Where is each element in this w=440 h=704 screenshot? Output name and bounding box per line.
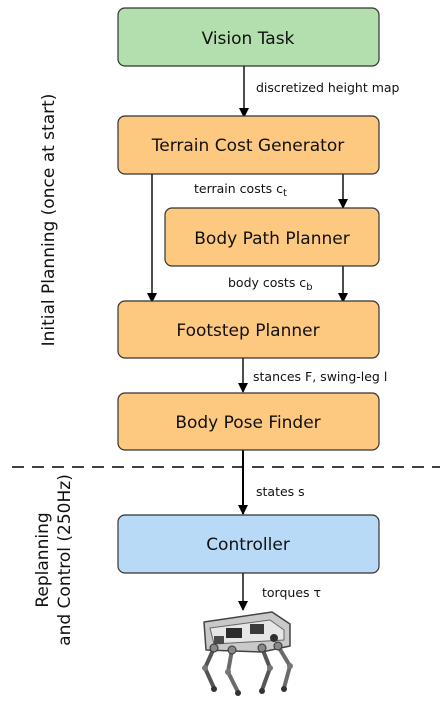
replanning-label-line1: Replanning (33, 512, 53, 607)
terrain-cost-generator-box: Terrain Cost Generator (117, 115, 380, 175)
torques-label: torques τ (262, 585, 321, 600)
footstep-planner-box: Footstep Planner (117, 300, 380, 359)
terrain-costs-label: terrain costs ct (194, 181, 287, 199)
replanning-label-line2: and Control (250Hz) (55, 474, 75, 646)
vision-task-box: Vision Task (117, 7, 380, 67)
body-path-planner-box: Body Path Planner (164, 207, 380, 267)
body-costs-label: body costs cb (228, 275, 313, 293)
body-pose-finder-label: Body Pose Finder (175, 413, 320, 433)
terrain-cost-generator-label: Terrain Cost Generator (151, 136, 344, 156)
height-map-label: discretized height map (256, 80, 400, 95)
body-pose-finder-box: Body Pose Finder (117, 392, 380, 451)
stances-label: stances F, swing-leg l (253, 369, 387, 384)
quadruped-robot-icon (202, 611, 293, 696)
body-path-planner-label: Body Path Planner (194, 229, 349, 249)
controller-label: Controller (206, 535, 290, 555)
footstep-planner-label: Footstep Planner (176, 321, 319, 341)
states-label: states s (256, 484, 305, 499)
vision-task-label: Vision Task (202, 29, 295, 49)
initial-planning-label: Initial Planning (once at start) (39, 94, 59, 347)
controller-box: Controller (117, 514, 380, 574)
